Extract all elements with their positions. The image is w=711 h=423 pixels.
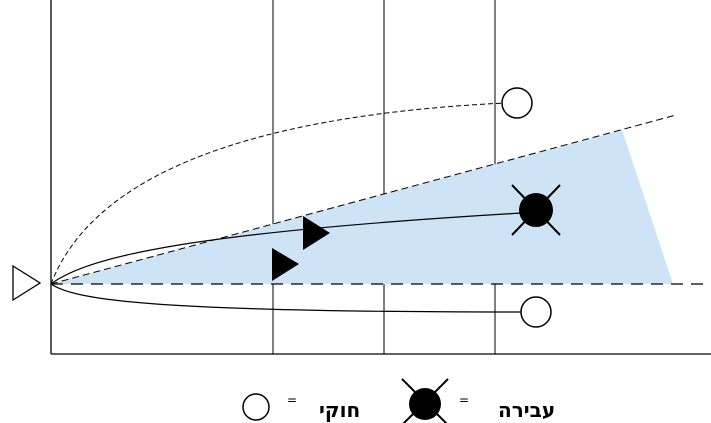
legend-violation-equals: = [459,393,469,407]
filled-triangle-icon [303,216,330,250]
legend-violation-label: עבירה [498,398,555,422]
solid-curve-to-violation [50,212,523,285]
shaded-zone [51,130,673,284]
legend-legal-equals: = [287,393,297,407]
legend-legal-icon [242,393,270,421]
legend-violation-icon [401,378,449,423]
dashed-upper-line [50,114,677,285]
hollow-circle-icon [501,87,533,119]
crossed-filled-circle-icon [511,184,561,236]
plot-frame [50,0,711,355]
legend-legal-label: חוקי [319,398,360,422]
legend: = חוקי = עבירה [242,378,555,423]
hollow-triangle-icon [12,264,42,302]
solid-curve-to-lower-legal [50,283,523,313]
hollow-circle-icon [520,296,552,328]
dashed-upper-curve [50,102,506,285]
filled-triangle-icon [272,248,299,281]
